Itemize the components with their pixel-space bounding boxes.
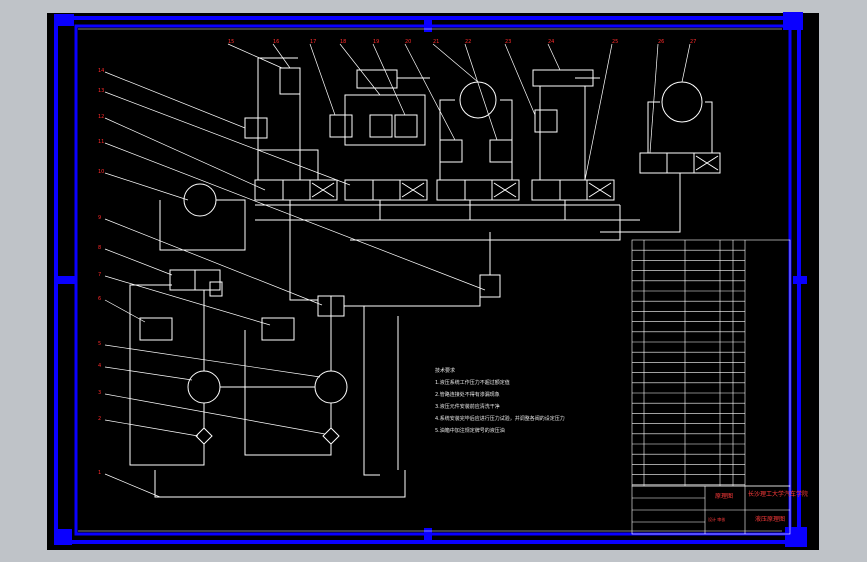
callout-label-17: 17 <box>310 39 316 45</box>
callout-label-2: 2 <box>98 416 101 422</box>
callout-label-20: 20 <box>405 39 411 45</box>
callout-label-3: 3 <box>98 390 101 396</box>
callout-label-18: 18 <box>340 39 346 45</box>
callout-label-24: 24 <box>548 39 554 45</box>
callout-label-12: 12 <box>98 114 104 120</box>
title-block-center: 原理图 <box>715 493 733 500</box>
callout-label-1: 1 <box>98 470 101 476</box>
frame-corner-markers <box>54 12 807 547</box>
callout-label-4: 4 <box>98 363 101 369</box>
frame-ticks <box>78 28 782 532</box>
leader-lines <box>104 43 691 498</box>
parts-list-table <box>631 239 791 487</box>
note-line: 1.液压系统工作压力不超过额定值 <box>435 380 510 386</box>
note-line: 5.油箱中加注规定牌号的液压油 <box>435 428 505 434</box>
callout-label-27: 27 <box>690 39 696 45</box>
title-block-drawing-name: 液压原理图 <box>755 515 785 523</box>
note-line: 4.系统安装完毕后应进行压力试验，并调整各阀的设定压力 <box>435 416 565 422</box>
callout-label-6: 6 <box>98 296 101 302</box>
callout-label-14: 14 <box>98 68 104 74</box>
note-line: 技术要求 <box>435 368 456 374</box>
note-line: 2.管路连接处不得有渗漏现象 <box>435 392 500 398</box>
callout-label-15: 15 <box>228 39 234 45</box>
callout-labels-left: 14 13 12 11 10 9 8 7 6 5 4 3 2 1 <box>98 68 104 476</box>
hydraulic-circuit <box>129 57 721 498</box>
callout-label-13: 13 <box>98 88 104 94</box>
callout-label-19: 19 <box>373 39 379 45</box>
callout-label-9: 9 <box>98 215 101 221</box>
callout-labels-top: 15 16 17 18 19 20 21 22 23 24 25 26 27 <box>228 39 696 45</box>
callout-label-11: 11 <box>98 139 104 145</box>
callout-label-7: 7 <box>98 272 101 278</box>
drawing-sheet <box>47 13 819 550</box>
callout-label-22: 22 <box>465 39 471 45</box>
callout-label-25: 25 <box>612 39 618 45</box>
title-block <box>631 485 791 535</box>
callout-label-10: 10 <box>98 169 104 175</box>
callout-label-5: 5 <box>98 341 101 347</box>
callout-label-16: 16 <box>273 39 279 45</box>
callout-label-26: 26 <box>658 39 664 45</box>
callout-label-8: 8 <box>98 245 101 251</box>
callout-label-23: 23 <box>505 39 511 45</box>
callout-label-21: 21 <box>433 39 439 45</box>
title-block-signoff: 设计 审核 <box>708 516 725 522</box>
note-line: 3.液压元件安装前应清洗干净 <box>435 404 500 410</box>
title-block-school: 长沙理工大学汽车学院 <box>748 490 808 498</box>
